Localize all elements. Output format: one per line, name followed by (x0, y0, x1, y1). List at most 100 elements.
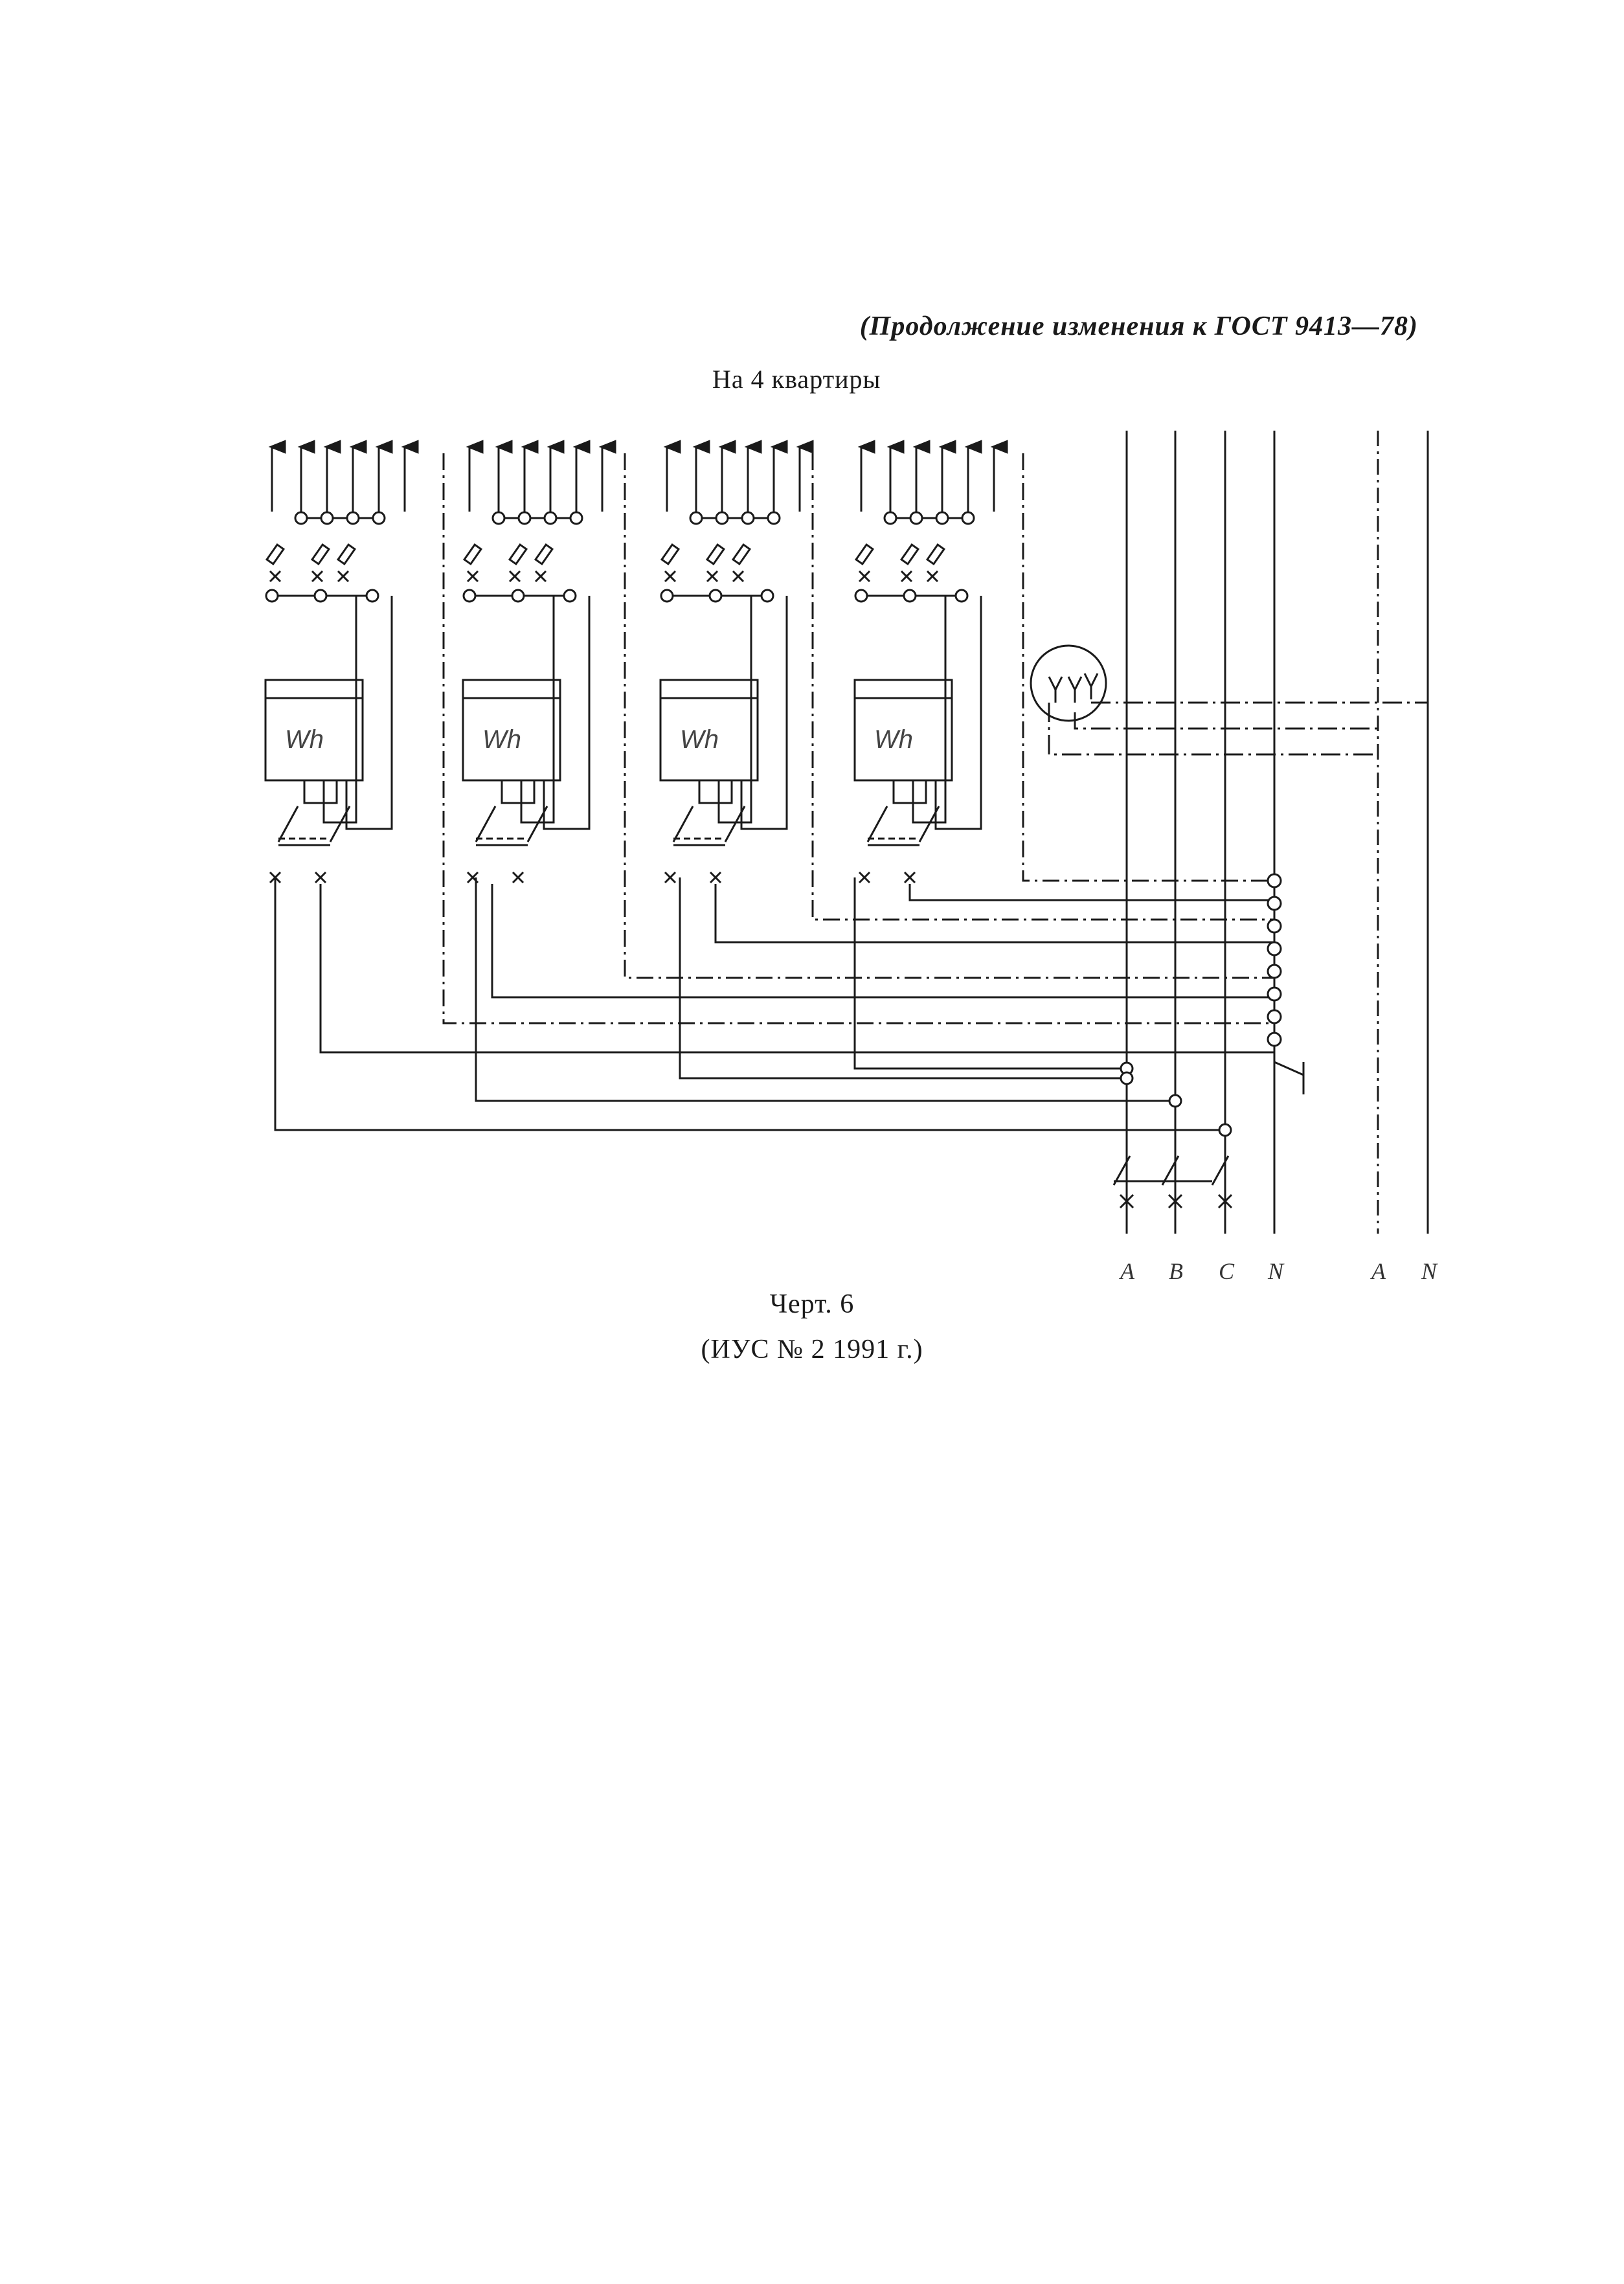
meter-terminal-loop (892, 780, 927, 804)
terminal (935, 511, 949, 525)
switch-blade-1 (277, 806, 299, 842)
terminal (760, 589, 774, 603)
breaker-cross (926, 570, 939, 583)
switch-blade-2 (918, 806, 940, 842)
meter-box (264, 679, 364, 782)
terminal (462, 589, 477, 603)
fuse (336, 543, 357, 565)
phase-feed-1 (853, 877, 1127, 1070)
apartment-unit-1: Wh (264, 440, 419, 884)
terminal (346, 511, 360, 525)
feed-line-2 (908, 884, 1274, 901)
fuse (854, 543, 875, 565)
fuse (731, 543, 752, 565)
figure-note: (ИУС № 2 1991 г.) (701, 1335, 923, 1364)
neutral-coil-6 (1267, 986, 1282, 1002)
terminal (715, 511, 729, 525)
switch-blade-1 (672, 806, 694, 842)
switch-cross-2 (314, 871, 327, 884)
switch-cross-2 (903, 871, 916, 884)
bus-terminal (1120, 1071, 1134, 1085)
fuse (265, 543, 286, 565)
switch-blade-2 (329, 806, 351, 842)
figure-caption: Черт. 6 (769, 1289, 855, 1319)
meter-terminal-loop (501, 780, 536, 804)
main-switch-blade-3 (1211, 1155, 1230, 1186)
fuse (660, 543, 681, 565)
neutral-coil-1 (1267, 873, 1282, 888)
terminal (265, 589, 279, 603)
breaker-cross (732, 570, 745, 583)
bus-label-2: C (1219, 1258, 1235, 1284)
meter-feed-2 (543, 596, 591, 830)
neutral-coil-4 (1267, 941, 1282, 956)
meter-label: Wh (874, 725, 913, 754)
breaker-cross (269, 570, 282, 583)
bus-terminal (1218, 1123, 1232, 1137)
main-switch-cross-3 (1217, 1193, 1233, 1209)
apartment-unit-2: Wh (462, 440, 616, 884)
terminal (491, 511, 506, 525)
socket-prong (1067, 676, 1083, 703)
terminal (569, 511, 583, 525)
fuse (899, 543, 920, 565)
switch-blade-1 (866, 806, 888, 842)
terminal (517, 511, 532, 525)
bus-label-5: N (1421, 1258, 1438, 1284)
switch-cross-2 (709, 871, 722, 884)
feed-line-8 (319, 884, 1274, 1054)
feed-line-5 (624, 453, 1274, 979)
switch-cross-2 (512, 871, 524, 884)
switch-blade-2 (724, 806, 746, 842)
terminal (365, 589, 379, 603)
neutral-coil-3 (1267, 918, 1282, 934)
meter-feed-2 (740, 596, 788, 830)
neutral-coil-5 (1267, 964, 1282, 979)
fuse (310, 543, 331, 565)
breaker-cross (706, 570, 719, 583)
meter-feed-2 (934, 596, 982, 830)
switch-cross-1 (858, 871, 871, 884)
apartment-unit-4: Wh (853, 440, 1008, 884)
diagram-subtitle: На 4 квартиры (712, 365, 881, 394)
switch-blade-1 (475, 806, 497, 842)
feed-line-3 (811, 453, 1274, 921)
fuse (462, 543, 483, 565)
meter-box (853, 679, 953, 782)
meter-terminal-loop (303, 780, 338, 804)
apartment-unit-3: Wh (659, 440, 814, 884)
neutral-coil-7 (1267, 1009, 1282, 1024)
terminal (909, 511, 923, 525)
terminal (903, 589, 917, 603)
fuse (925, 543, 946, 565)
phase-feed-2 (679, 877, 1127, 1080)
terminal (689, 511, 703, 525)
terminal (854, 589, 868, 603)
terminal (883, 511, 897, 525)
fuse (508, 543, 528, 565)
socket-prong (1048, 676, 1063, 703)
bus-label-3: N (1267, 1258, 1285, 1284)
meter-label: Wh (482, 725, 521, 754)
bus-label-4: A (1370, 1258, 1386, 1284)
phase-feed-3 (475, 877, 1175, 1102)
socket-prong (1083, 673, 1099, 699)
meter-terminal-loop (698, 780, 733, 804)
breaker-cross (508, 570, 521, 583)
bus-terminal (1168, 1094, 1182, 1108)
meter-label: Wh (680, 725, 719, 754)
breaker-cross (900, 570, 913, 583)
terminal (954, 589, 969, 603)
continuation-header: (Продолжение изменения к ГОСТ 9413—78) (859, 311, 1418, 341)
fuse (534, 543, 554, 565)
feed-line-1 (1022, 453, 1274, 882)
terminal (511, 589, 525, 603)
terminal (372, 511, 386, 525)
feed-line-6 (491, 884, 1274, 999)
switch-cross-1 (664, 871, 677, 884)
main-switch-cross-2 (1167, 1193, 1183, 1209)
fuse (705, 543, 726, 565)
terminal (741, 511, 755, 525)
